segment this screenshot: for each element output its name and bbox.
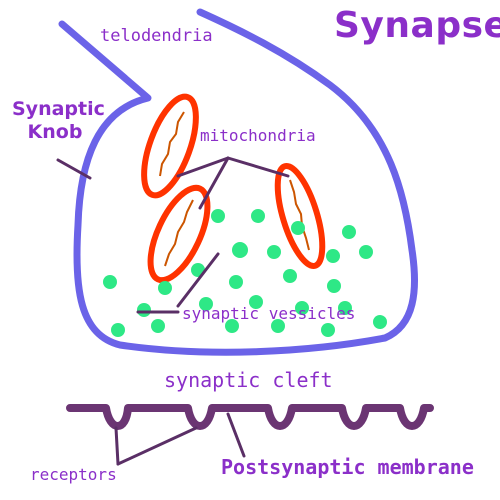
- label-synaptic-vesicles: synaptic vessicles: [182, 304, 356, 323]
- label-postsynaptic-membrane: Postsynaptic membrane: [221, 455, 474, 479]
- vesicle: [321, 323, 335, 337]
- vesicle: [249, 295, 263, 309]
- vesicle: [137, 303, 151, 317]
- label-synaptic-knob: Synaptic Knob: [12, 98, 105, 144]
- vesicle: [229, 275, 243, 289]
- vesicle: [199, 297, 213, 311]
- vesicle: [271, 319, 285, 333]
- vesicle: [326, 249, 340, 263]
- vesicle: [373, 315, 387, 329]
- label-telodendria: telodendria: [100, 26, 213, 46]
- vesicle: [338, 301, 352, 315]
- label-synaptic-knob-line1: Synaptic: [12, 98, 105, 120]
- mitochondria-leader-2: [198, 156, 230, 210]
- vesicle: [103, 275, 117, 289]
- mitochondrion-3: [274, 163, 326, 269]
- vesicle: [158, 281, 172, 295]
- mitochondria-leader-3: [226, 156, 290, 178]
- vesicle: [232, 242, 248, 258]
- receptors-leader-1: [114, 426, 120, 466]
- label-mitochondria: mitochondria: [200, 126, 316, 145]
- mitochondrion-1: [141, 93, 199, 199]
- vesicle: [251, 209, 265, 223]
- postsynaptic-membrane: [66, 404, 434, 430]
- receptors-leader-2: [116, 426, 198, 466]
- vesicle: [111, 323, 125, 337]
- synaptic-knob-outline: [58, 8, 419, 356]
- vesicle: [225, 319, 239, 333]
- vesicle: [283, 269, 297, 283]
- diagram-title: Synapse: [334, 5, 500, 46]
- vesicle: [211, 209, 225, 223]
- vesicle: [359, 245, 373, 259]
- label-receptors: receptors: [30, 465, 117, 484]
- synaptic-vesicles: [103, 209, 387, 337]
- label-synaptic-cleft: synaptic cleft: [164, 368, 333, 392]
- vesicle: [267, 245, 281, 259]
- knob-leader-line: [56, 158, 92, 180]
- vesicle: [342, 225, 356, 239]
- label-synaptic-knob-line2: Knob: [27, 121, 83, 143]
- vesicle: [291, 221, 305, 235]
- vesicle: [295, 301, 309, 315]
- leader-lines: [56, 156, 290, 466]
- postsynaptic-leader: [226, 412, 246, 458]
- mitochondrion-2: [147, 184, 211, 284]
- vesicle: [151, 319, 165, 333]
- vesicle: [327, 279, 341, 293]
- mitochondria-leader-1: [176, 156, 230, 178]
- vesicles-leader-1: [176, 252, 220, 308]
